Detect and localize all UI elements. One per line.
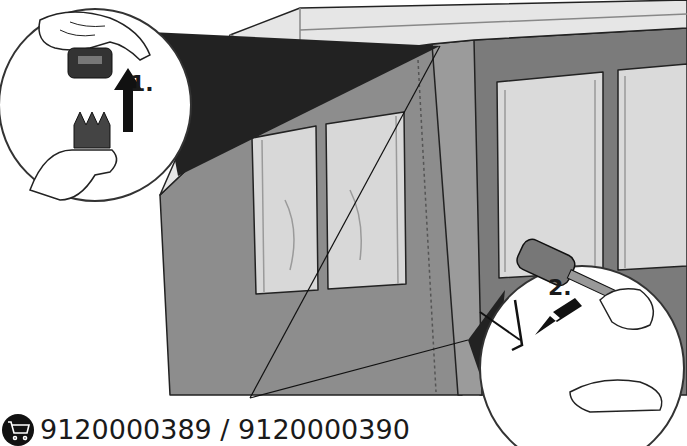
zip-line bbox=[418, 60, 436, 392]
buckle-male bbox=[74, 112, 110, 148]
hand bbox=[30, 150, 117, 200]
cart-badge bbox=[2, 414, 34, 446]
inset-peg bbox=[480, 236, 684, 446]
curtain-line bbox=[505, 76, 625, 272]
right-window bbox=[618, 64, 687, 270]
cart-icon bbox=[2, 414, 34, 446]
finger-line bbox=[60, 22, 105, 36]
direction-arrow bbox=[535, 298, 582, 335]
callout-number: 1. bbox=[130, 73, 154, 95]
curtain-line bbox=[262, 116, 398, 292]
front-window bbox=[326, 112, 406, 289]
inset-pointer bbox=[150, 32, 440, 176]
callout-number: 2. bbox=[548, 277, 572, 299]
inset-circle bbox=[480, 266, 684, 446]
hand bbox=[570, 380, 662, 412]
inset-circle bbox=[0, 9, 191, 201]
inset-buckle bbox=[0, 9, 191, 201]
guy-line bbox=[480, 312, 520, 340]
leader-line bbox=[250, 340, 468, 398]
buckle-slot bbox=[78, 56, 102, 64]
hand bbox=[600, 289, 653, 330]
part-number: 9120000389 / 9120000390 bbox=[40, 416, 410, 443]
tent-peg bbox=[512, 300, 522, 350]
cart-symbol bbox=[8, 422, 29, 440]
buckle-female bbox=[68, 48, 112, 78]
